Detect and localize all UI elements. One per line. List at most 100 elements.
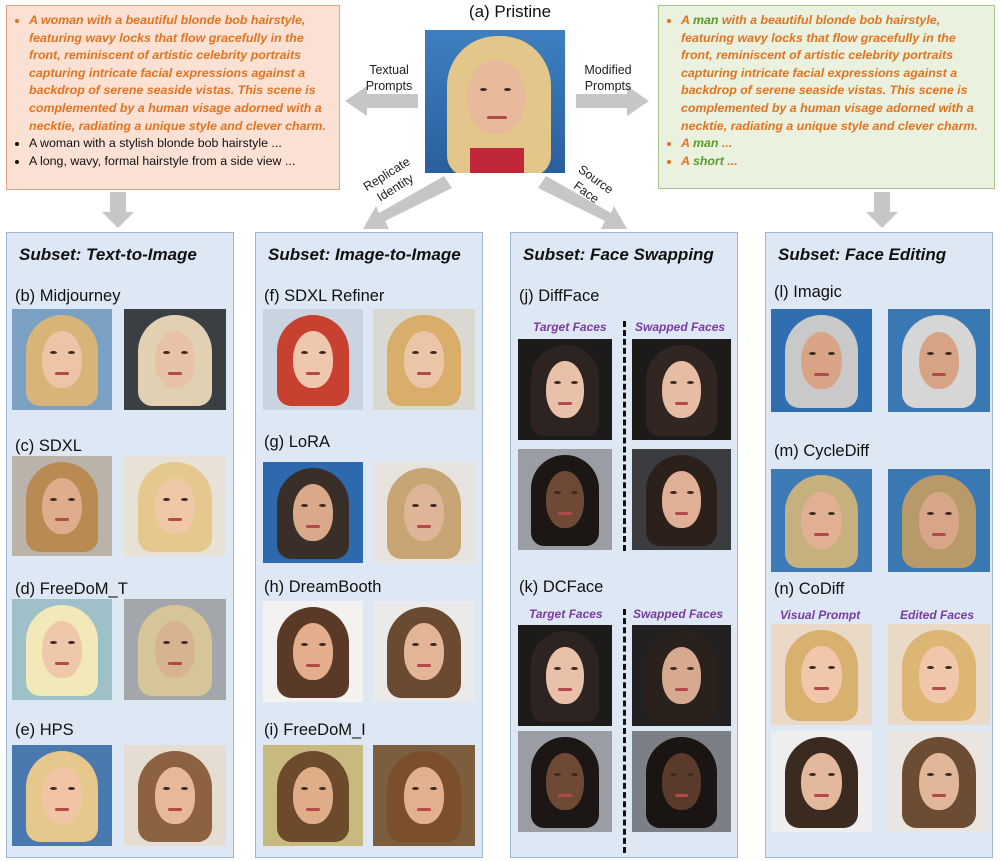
modified-prompts-label: Modified Prompts: [584, 63, 632, 93]
face-mouth: [558, 793, 572, 797]
face-skin: [918, 753, 960, 810]
diffface-target-1: [518, 339, 612, 440]
face-mouth: [306, 524, 320, 528]
diffface-swapped-2: [632, 449, 731, 550]
modified-prompt-2: A man ...: [681, 136, 732, 150]
face-eye: [570, 491, 578, 495]
face-skin: [403, 767, 445, 824]
face-mouth: [55, 371, 69, 375]
modified-prompts-box: A man with a beautiful blonde bob hairst…: [658, 5, 995, 189]
face-mouth: [558, 401, 572, 405]
face-eye: [319, 504, 326, 508]
face-eye: [68, 787, 75, 791]
face-eye: [945, 352, 953, 356]
face-skin: [42, 767, 82, 824]
divider-dashed-2: [623, 609, 626, 853]
face-mouth: [814, 372, 829, 376]
face-eye: [50, 787, 57, 791]
visual-prompt-label: Visual Prompt: [780, 608, 861, 622]
face-skin: [403, 484, 445, 541]
face-skin: [293, 767, 333, 824]
face-mouth: [55, 807, 69, 811]
face-eye: [687, 773, 695, 777]
panel-title-t2i: Subset: Text-to-Image: [19, 245, 197, 264]
face-skin: [546, 471, 584, 528]
hps-face-1: [12, 745, 112, 846]
face-eye: [809, 352, 817, 356]
modified-word-short: short: [692, 153, 724, 168]
face-mouth: [674, 511, 689, 515]
face-eye: [687, 491, 695, 495]
face-eye: [162, 351, 170, 355]
face-eye: [181, 641, 189, 645]
imagic-face-1: [771, 309, 872, 412]
method-sdxl-refiner: (f) SDXL Refiner: [264, 287, 385, 305]
modified-word-man-2: man: [692, 136, 719, 151]
freedom-i-face-2: [373, 745, 475, 846]
modified-prompt-3-prefix: A: [681, 153, 693, 168]
divider-dashed-1: [623, 321, 626, 551]
face-eye: [809, 512, 817, 516]
face-eye: [162, 787, 170, 791]
cyclediff-face-2: [888, 469, 990, 572]
freedom-t-face-2: [124, 599, 226, 700]
face-mouth: [674, 401, 689, 405]
face-skin: [154, 478, 196, 534]
face-eye: [827, 666, 835, 670]
modified-prompt-3-rest: ...: [723, 153, 738, 168]
method-sdxl: (c) SDXL: [15, 437, 82, 455]
face-eye: [181, 351, 189, 355]
lora-face-2: [373, 462, 475, 563]
modified-prompt-2-rest: ...: [718, 136, 733, 151]
dreambooth-face-1: [263, 601, 363, 702]
face-mouth: [814, 686, 829, 690]
sdxl-face-2: [124, 456, 226, 556]
method-freedom-t: (d) FreeDoM_T: [15, 580, 128, 598]
face-eye: [553, 667, 561, 671]
face-eye: [430, 351, 438, 355]
face-eye: [411, 351, 419, 355]
face-skin: [918, 331, 960, 390]
face-eye: [68, 641, 75, 645]
face-eye: [430, 787, 438, 791]
swapped-faces-label-2: Swapped Faces: [633, 607, 724, 621]
down-arrow-left: [102, 192, 134, 228]
face-skin: [801, 646, 842, 703]
sdxl-face-1: [12, 456, 112, 556]
diffface-target-2: [518, 449, 612, 550]
modified-arrow: [576, 86, 649, 116]
method-dreambooth: (h) DreamBooth: [264, 578, 382, 596]
method-dcface: (k) DCFace: [519, 578, 604, 596]
face-eye: [687, 667, 695, 671]
face-eye: [926, 352, 934, 356]
face-eye: [301, 504, 308, 508]
face-skin: [154, 331, 196, 388]
face-mouth: [167, 518, 183, 521]
face-eye: [809, 773, 817, 777]
face-eye: [181, 498, 189, 501]
target-faces-label-1: Target Faces: [533, 320, 607, 334]
face-eye: [301, 351, 308, 355]
face-skin: [801, 331, 842, 390]
dcface-target-1: [518, 625, 612, 726]
swapped-faces-label-1: Swapped Faces: [635, 320, 726, 334]
face-eye: [319, 351, 326, 355]
face-eye: [926, 666, 934, 670]
face-skin: [801, 491, 842, 550]
face-mouth: [306, 807, 320, 811]
face-eye: [553, 491, 561, 495]
face-eye: [945, 512, 953, 516]
face-mouth: [931, 372, 947, 376]
face-eye: [570, 773, 578, 777]
method-hps: (e) HPS: [15, 721, 74, 739]
face-eye: [945, 666, 953, 670]
face-mouth: [931, 532, 947, 536]
face-mouth: [558, 687, 572, 691]
modified-prompt-1-rest: with a beautiful blonde bob hairstyle, f…: [681, 13, 978, 133]
prompt-variant-1: A woman with a stylish blonde bob hairst…: [29, 136, 282, 151]
face-eye: [669, 381, 677, 385]
face-skin: [918, 491, 960, 550]
face-eye: [68, 351, 75, 355]
method-imagic: (l) Imagic: [774, 283, 842, 301]
face-mouth: [306, 663, 320, 667]
